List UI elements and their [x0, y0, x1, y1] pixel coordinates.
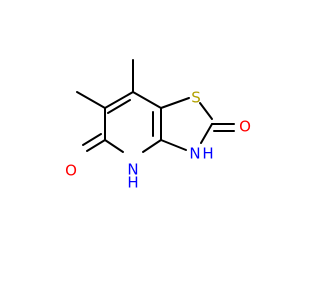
bond-c5-o-double: [82, 133, 102, 146]
atom-labels: S O N H N H O: [65, 89, 251, 192]
bond-c7-c6: [104, 91, 134, 109]
bond-c7a-c7: [132, 91, 162, 109]
bond-c7-c6-double: [107, 99, 131, 114]
structure-canvas: S O N H N H O: [65, 59, 251, 192]
atom-sulfur: S: [191, 89, 201, 107]
atom-hydrogen-3: H: [202, 145, 213, 163]
bond-s1-c2: [199, 102, 213, 120]
bond-c5-n4: [104, 139, 124, 153]
bond-c7a-s1: [160, 97, 190, 109]
atom-nitrogen-3: N: [189, 145, 200, 163]
bond-n4-c3a: [142, 139, 162, 153]
atom-oxygen-bottom: O: [65, 162, 77, 180]
atom-hydrogen-4: H: [127, 174, 138, 192]
bond-c2-n3: [200, 123, 213, 144]
atom-nitrogen-4: N: [127, 161, 138, 179]
bonds: [76, 59, 235, 153]
molecule-diagram: S O N H N H O: [65, 59, 251, 192]
bond-c5-o: [86, 139, 106, 152]
bond-c6-methyl: [76, 91, 106, 109]
bond-n3-c3a: [160, 139, 187, 151]
atom-oxygen-top: O: [239, 118, 251, 136]
